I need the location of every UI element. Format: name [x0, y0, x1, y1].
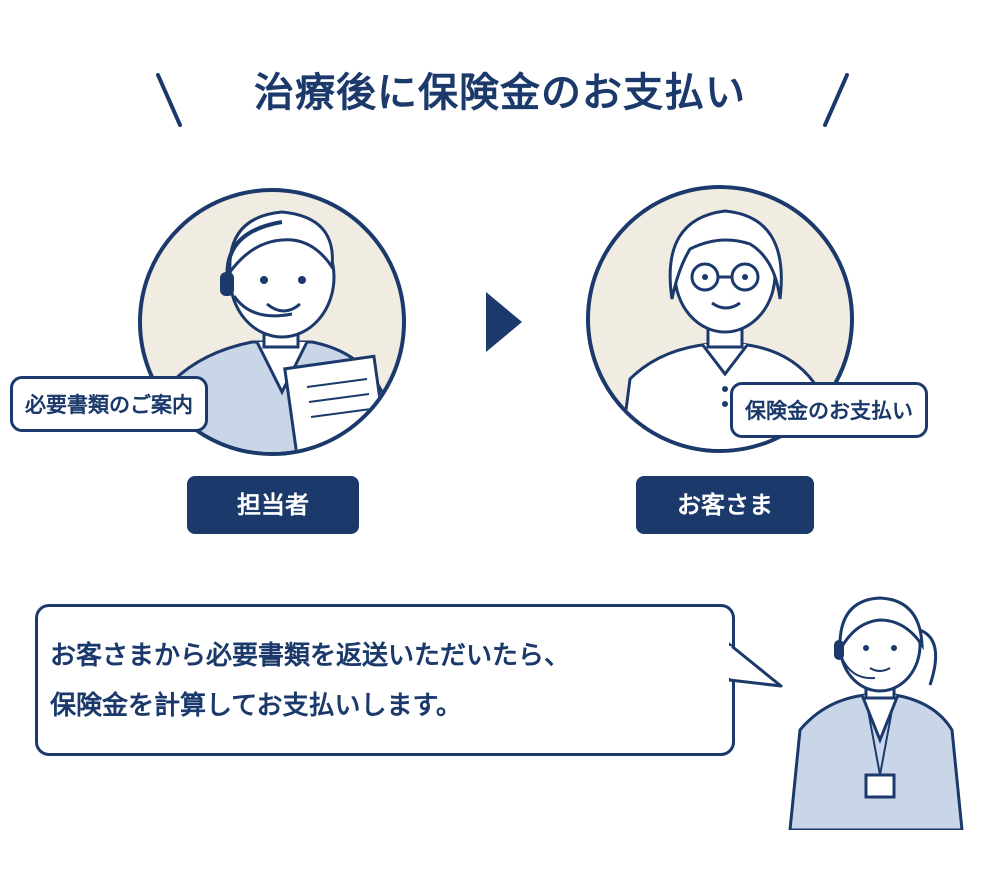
staff-role-label: 担当者 — [187, 476, 359, 534]
right-arrow-icon — [486, 292, 522, 352]
speech-line-2: 保険金を計算してお支払いします。 — [50, 691, 462, 721]
required-documents-callout: 必要書類のご案内 — [10, 376, 208, 432]
operator-person-icon — [788, 596, 964, 830]
staff-illustration-circle — [138, 188, 406, 456]
page-title: 治療後に保険金のお支払い — [254, 70, 746, 116]
speech-bubble-tail — [729, 642, 783, 688]
customer-role-label: お客さま — [636, 476, 814, 534]
payment-callout: 保険金のお支払い — [730, 382, 928, 438]
speech-line-1: お客さまから必要書類を返送いただいたら、 — [50, 641, 571, 671]
explanation-speech-bubble: お客さまから必要書類を返送いただいたら、 保険金を計算してお支払いします。 — [35, 604, 735, 756]
left-slash-decoration — [156, 73, 182, 127]
staff-person-icon — [161, 210, 393, 452]
right-slash-decoration — [823, 73, 849, 127]
